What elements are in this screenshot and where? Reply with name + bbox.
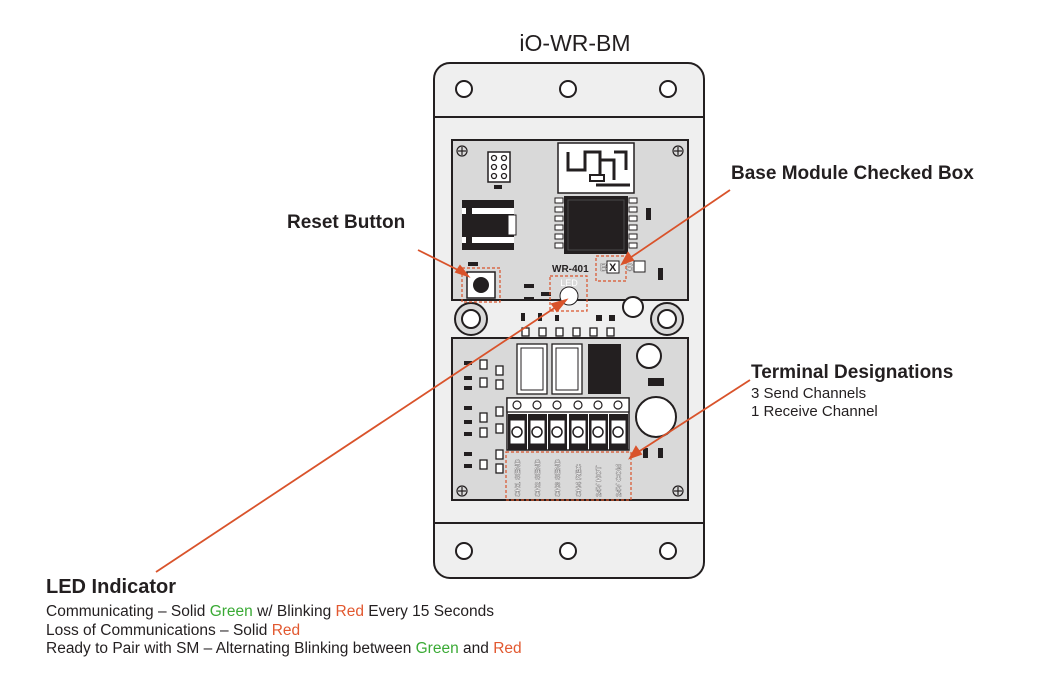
mounting-holes: [455, 80, 677, 560]
aux-button: [622, 296, 644, 318]
terminal-label-1: CH1 SEND: [513, 458, 522, 497]
relays: [516, 343, 621, 395]
led-highlight: [549, 275, 588, 312]
base-module-checkbox: B X S: [600, 260, 646, 274]
smd-components-row: [521, 327, 615, 337]
led-indicator-heading: LED Indicator: [46, 576, 177, 598]
terminal-highlight: [505, 451, 632, 501]
led-indicator-legend: LED Indicator Communicating – Solid Gree…: [46, 576, 746, 659]
led-line-part: Red: [335, 603, 364, 620]
led-line-part: Red: [493, 640, 522, 657]
terminal-label-4: CH4 REC: [574, 463, 583, 497]
capacitor-small: [636, 343, 662, 369]
led-line-part: w/ Blinking: [252, 603, 336, 620]
b-label: B: [600, 262, 607, 274]
led-line-part: Loss of Communications – Solid: [46, 621, 272, 639]
terminal-block: [506, 397, 630, 451]
s-label: S: [626, 262, 633, 274]
terminal-label-5: 24V HOT: [594, 465, 603, 497]
base-module-callout-line: [623, 189, 731, 263]
led-line-part: Red: [271, 621, 301, 639]
smd-dark-left: [464, 361, 663, 468]
led-line-part: Ready to Pair with SM – Alternating Blin…: [46, 640, 416, 657]
led-callout-line: [155, 300, 566, 573]
board-mount-bosses: [454, 302, 684, 336]
x-mark: X: [609, 262, 617, 274]
capacitor-large: [635, 396, 677, 438]
led-line-part: Every 15 Seconds: [363, 603, 495, 620]
base-module-highlight: [595, 255, 627, 282]
led-state-line-1: Communicating – Solid Green w/ Blinking …: [46, 603, 746, 622]
led-line-part: Green: [415, 640, 459, 657]
terminal-label-2: CH2 SEND: [533, 458, 542, 497]
terminal-designations-label: Terminal Designations: [751, 362, 954, 383]
led-line-part: and: [458, 640, 494, 657]
led-line-part: Green: [209, 603, 253, 620]
pin-header: [487, 151, 511, 189]
led-state-line-3: Ready to Pair with SM – Alternating Blin…: [46, 640, 746, 659]
smd-components-upper: [468, 262, 663, 301]
led-label: LED: [560, 278, 578, 288]
board-screws: [456, 145, 684, 497]
mcu-chip: [554, 196, 651, 254]
rf-antenna: [557, 142, 635, 194]
reset-button-label: Reset Button: [287, 212, 406, 233]
terminal-label-6: 24V COM: [614, 464, 623, 497]
terminal-labels: CH1 SEND CH2 SEND CH3 SEND CH4 REC 24V HOT 24…: [513, 458, 623, 497]
terminal-callout-line: [631, 379, 751, 457]
base-module-label: Base Module Checked Box: [731, 163, 974, 184]
terminal-label-3: CH3 SEND: [553, 458, 562, 497]
smd-components-left: [479, 359, 504, 474]
device-title: iO-WR-BM: [519, 30, 631, 56]
inductor-component: [462, 200, 517, 250]
led-line-part: Communicating – Solid: [46, 603, 210, 620]
reset-button: [466, 271, 496, 299]
reset-highlight: [461, 267, 501, 303]
terminal-line-1: 3 Send Channels: [751, 385, 867, 402]
callout-lines: [155, 189, 751, 573]
terminal-line-2: 1 Receive Channel: [751, 403, 878, 420]
smd-dark: [648, 378, 664, 386]
led-state-line-2: Loss of Communications – Solid Red: [46, 622, 746, 641]
model-label: WR-401: [552, 264, 589, 275]
